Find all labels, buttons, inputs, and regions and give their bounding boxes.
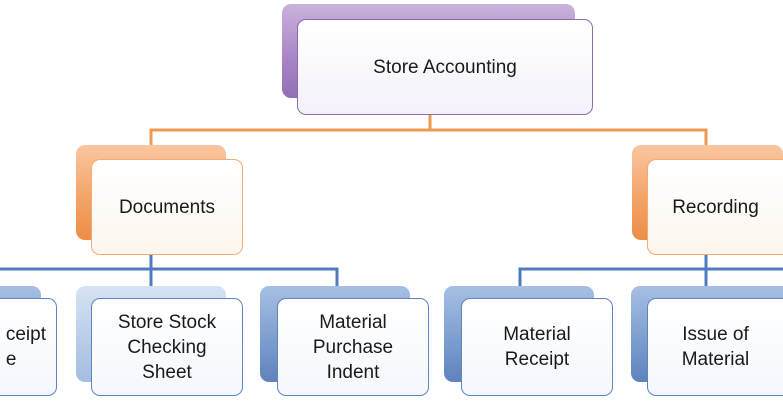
issue-material-node-label: Issue of Material <box>681 324 750 370</box>
store-stock-node[interactable]: Store Stock Checking Sheet <box>91 298 243 396</box>
recording-node[interactable]: Recording <box>647 159 783 255</box>
connector-documents-to-children <box>0 255 339 290</box>
purchase-indent-node[interactable]: Material Purchase Indent <box>277 298 429 396</box>
documents-node[interactable]: Documents <box>91 159 243 255</box>
purchase-indent-node-label: Material Purchase Indent <box>312 311 394 383</box>
issue-material-node[interactable]: Issue of Material <box>647 298 783 396</box>
store-stock-node-label: Store Stock Checking Sheet <box>117 311 217 383</box>
receipt-partial-node[interactable]: ceipt e <box>0 298 57 396</box>
root-node[interactable]: Store Accounting <box>297 19 593 115</box>
connector-root-to-level1 <box>149 115 708 158</box>
material-receipt-node[interactable]: Material Receipt <box>461 298 613 396</box>
receipt-partial-node-label: ceipt e <box>5 324 46 370</box>
root-node-label: Store Accounting <box>373 56 517 78</box>
connector-recording-to-children <box>518 255 783 290</box>
material-receipt-node-label: Material Receipt <box>503 324 571 370</box>
recording-node-label: Recording <box>672 196 759 218</box>
documents-node-label: Documents <box>118 196 216 218</box>
